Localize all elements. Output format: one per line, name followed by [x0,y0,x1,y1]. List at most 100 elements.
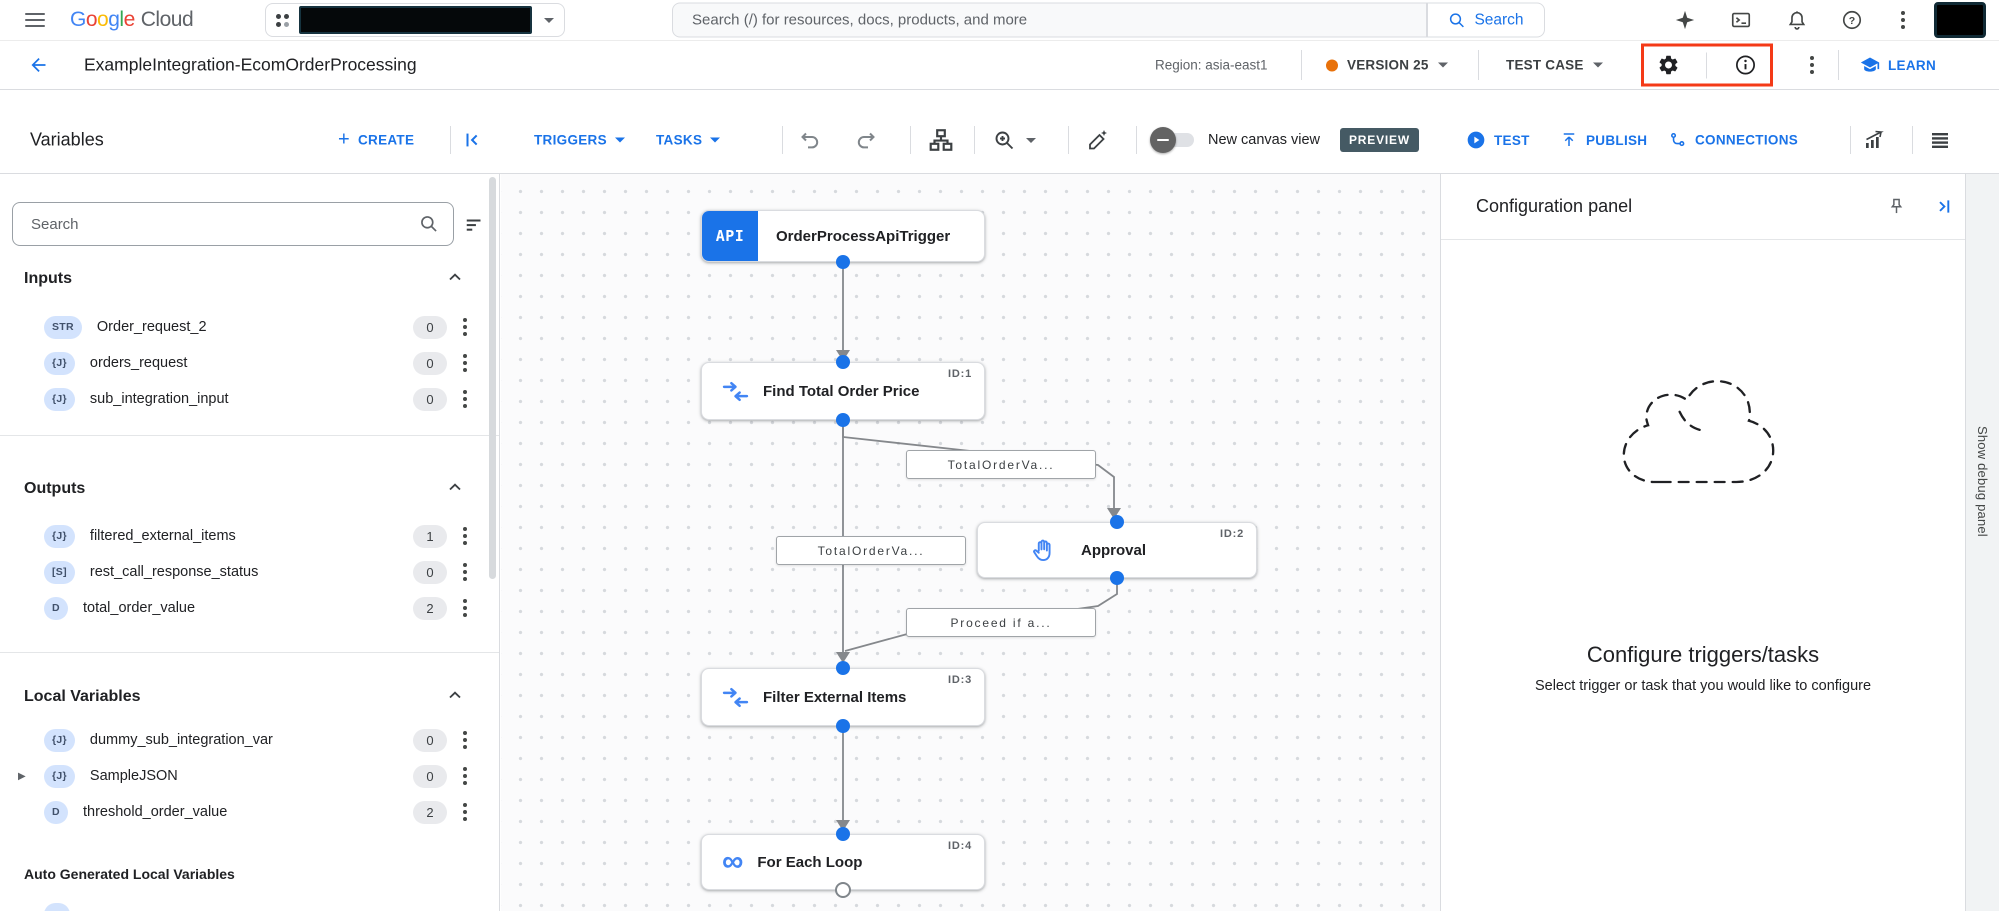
node-id: ID:4 [948,840,972,852]
project-selector[interactable] [265,3,565,37]
global-search-input[interactable] [690,10,1410,30]
chevron-up-icon[interactable] [445,685,465,705]
more-options-icon[interactable] [463,318,467,336]
type-badge [44,902,70,911]
test-label: TEST [1494,132,1530,148]
variable-row[interactable]: {J} dummy_sub_integration_var 0 [0,722,499,758]
usage-count-badge: 0 [413,560,447,584]
edge-label[interactable]: Proceed if a... [906,608,1096,637]
variable-row[interactable]: D total_order_value 2 [0,590,499,626]
more-options-icon[interactable] [463,563,467,581]
section-local-variables-header[interactable]: Local Variables [24,685,479,709]
ai-assist-button[interactable] [1086,128,1110,152]
notifications-button[interactable] [1786,9,1808,31]
node-find-total-order-price[interactable]: Find Total Order Price ID:1 [701,362,985,420]
top-navigation-bar: Google Cloud Search ? [0,0,1999,41]
more-options-icon[interactable] [463,767,467,785]
integration-canvas[interactable]: API OrderProcessApiTrigger Find Total Or… [501,174,1440,911]
connections-button[interactable]: CONNECTIONS [1668,131,1798,150]
configuration-panel-header: Configuration panel [1441,174,1965,240]
node-label: Find Total Order Price [763,382,920,400]
learn-button[interactable]: LEARN [1860,55,1936,75]
google-wordmark: Google [70,8,135,31]
analytics-button[interactable] [1862,128,1886,152]
collapse-variables-panel-button[interactable] [462,129,484,151]
chevron-up-icon[interactable] [445,477,465,497]
scrollbar-thumb[interactable] [489,177,496,579]
info-button[interactable] [1734,54,1757,77]
variables-search-input[interactable] [29,214,419,234]
cloud-shell-button[interactable] [1730,9,1752,31]
chevron-up-icon[interactable] [445,267,465,287]
node-order-process-api-trigger[interactable]: API OrderProcessApiTrigger [701,210,985,262]
redo-button[interactable] [854,128,878,152]
test-case-dropdown[interactable]: TEST CASE [1506,58,1603,73]
sort-variables-button[interactable] [464,214,486,236]
search-button[interactable]: Search [1427,2,1545,38]
variable-row[interactable]: [S] rest_call_response_status 0 [0,554,499,590]
variable-row[interactable]: {J} sub_integration_input 0 [0,381,499,417]
more-options-icon[interactable] [1901,11,1905,29]
section-outputs-header[interactable]: Outputs [24,477,479,501]
test-button[interactable]: TEST [1466,130,1530,150]
divider [0,435,499,436]
variable-row[interactable]: D threshold_order_value 2 [0,794,499,830]
collapse-config-panel-button[interactable] [1933,196,1954,217]
variable-row[interactable]: {J} filtered_external_items 1 [0,518,499,554]
divider [974,126,975,154]
chevron-down-icon [544,17,554,23]
chevron-down-icon [1592,62,1603,68]
node-filter-external-items[interactable]: Filter External Items ID:3 [701,668,985,726]
edge-label[interactable]: TotalOrderVa... [776,536,966,565]
redo-icon [857,132,875,149]
help-icon: ? [1842,10,1862,30]
approval-hand-icon [1033,539,1051,561]
region-label: Region: asia-east1 [1155,57,1268,73]
configuration-panel: Configuration panel Configure triggers/t… [1440,174,1965,911]
usage-count-badge: 0 [413,351,447,375]
tasks-dropdown[interactable]: TASKS [656,133,721,148]
show-debug-panel-button[interactable]: Show debug panel [1965,174,1999,911]
expand-arrow-icon[interactable]: ▶ [18,770,26,782]
minus-icon [1157,138,1169,142]
help-button[interactable]: ? [1841,9,1863,31]
variable-row-partial[interactable] [0,896,499,911]
more-options-icon[interactable] [463,527,467,545]
back-button[interactable] [28,55,49,76]
more-options-icon[interactable] [463,731,467,749]
settings-button[interactable] [1657,54,1680,77]
node-approval[interactable]: Approval ID:2 [977,522,1257,578]
create-variable-button[interactable]: + CREATE [338,129,414,152]
new-canvas-toggle[interactable] [1150,127,1194,153]
variable-row[interactable]: {J} orders_request 0 [0,345,499,381]
edge-label[interactable]: TotalOrderVa... [906,450,1096,479]
zoom-dropdown[interactable] [992,128,1036,152]
variable-row[interactable]: ▶ {J} SampleJSON 0 [0,758,499,794]
node-for-each-loop[interactable]: ∞ For Each Loop ID:4 [701,834,985,890]
more-options-icon[interactable] [463,354,467,372]
auto-layout-button[interactable] [928,127,954,153]
user-avatar[interactable] [1934,2,1986,38]
analytics-icon [1866,130,1884,148]
undo-button[interactable] [798,128,822,152]
version-dropdown[interactable]: VERSION 25 [1326,58,1448,73]
publish-icon [1563,133,1575,146]
usage-count-badge: 0 [413,728,447,752]
more-options-icon[interactable] [463,390,467,408]
execution-log-button[interactable] [1928,128,1952,152]
divider [450,126,451,154]
pin-panel-button[interactable] [1886,196,1907,217]
publish-button[interactable]: PUBLISH [1560,131,1647,149]
variable-row[interactable]: STR Order_request_2 0 [0,309,499,345]
more-options-icon[interactable] [1810,56,1814,74]
triggers-dropdown[interactable]: TRIGGERS [534,133,625,148]
type-badge: {J} [44,351,75,375]
section-inputs-header[interactable]: Inputs [24,267,479,291]
gemini-button[interactable] [1674,9,1696,31]
node-label: Filter External Items [763,688,907,706]
more-options-icon[interactable] [463,599,467,617]
more-options-icon[interactable] [463,803,467,821]
hamburger-menu-icon[interactable] [25,13,45,27]
new-canvas-view-label: New canvas view [1208,132,1321,148]
arrow-left-icon [31,58,46,72]
